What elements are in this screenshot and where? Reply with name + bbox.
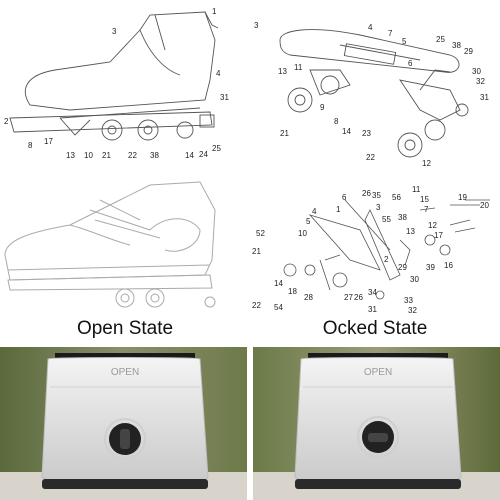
- callout-54: 54: [274, 303, 283, 312]
- callout-55: 55: [382, 215, 391, 224]
- callout-2: 2: [384, 255, 389, 264]
- callout-3: 3: [376, 203, 381, 212]
- callout-14: 14: [342, 127, 351, 136]
- callout-22: 22: [252, 301, 261, 310]
- callout-3: 3: [254, 21, 259, 30]
- callout-11: 11: [294, 63, 303, 72]
- photo-locked-drawing: OPEN: [253, 347, 500, 500]
- photo-open-state: OPEN: [0, 347, 247, 500]
- callout-52: 52: [256, 229, 265, 238]
- diagram-shoe-side: 1 2 3 4 31 8 17 13 10 21 22 38 14 24 25: [0, 0, 250, 170]
- callout-8: 8: [28, 141, 33, 150]
- callout-27: 27: [344, 293, 353, 302]
- callout-3: 3: [112, 27, 117, 36]
- callout-31: 31: [368, 305, 377, 314]
- callout-30: 30: [410, 275, 419, 284]
- callout-5: 5: [306, 217, 311, 226]
- diagram-wheel-assembly: 3 4 7 5 25 38 29 6 30 32 31 13 11 9 8 21…: [250, 0, 500, 170]
- callout-23: 23: [362, 129, 371, 138]
- callout-10: 10: [298, 229, 307, 238]
- callout-29: 29: [398, 263, 407, 272]
- callout-20: 20: [480, 201, 489, 210]
- callout-34: 34: [368, 288, 377, 297]
- wheel-assembly-drawing: 3 4 7 5 25 38 29 6 30 32 31 13 11 9 8 21…: [254, 21, 489, 168]
- callout-22: 22: [366, 153, 375, 162]
- callout-1: 1: [212, 7, 217, 16]
- callout-17: 17: [44, 137, 53, 146]
- callout-9: 9: [320, 103, 325, 112]
- callout-19: 19: [458, 193, 467, 202]
- callout-22: 22: [128, 151, 137, 160]
- caption-locked-state: Ocked State: [322, 318, 428, 339]
- callout-33: 33: [404, 296, 413, 305]
- callout-29: 29: [464, 47, 473, 56]
- callout-4: 4: [216, 69, 221, 78]
- photo-open-drawing: OPEN: [0, 347, 247, 500]
- callout-39: 39: [426, 263, 435, 272]
- callout-15: 15: [420, 195, 429, 204]
- callout-38: 38: [398, 213, 407, 222]
- diagram-exploded-parts: 6 26 35 11 15 7 19 20 4 1 3 56 55 38 12 …: [250, 170, 500, 315]
- callout-12: 12: [422, 159, 431, 168]
- callout-4: 4: [368, 23, 373, 32]
- callout-14: 14: [185, 151, 194, 160]
- callout-7: 7: [388, 29, 393, 38]
- callout-4: 4: [312, 207, 317, 216]
- callout-25: 25: [436, 35, 445, 44]
- callout-32: 32: [408, 306, 417, 315]
- callout-14: 14: [274, 279, 283, 288]
- callout-12: 12: [428, 221, 437, 230]
- callout-21: 21: [102, 151, 111, 160]
- callout-1: 1: [336, 205, 341, 214]
- callout-31: 31: [220, 93, 229, 102]
- exploded-parts-drawing: 6 26 35 11 15 7 19 20 4 1 3 56 55 38 12 …: [252, 185, 490, 315]
- callout-26b: 26: [354, 293, 363, 302]
- callout-8: 8: [334, 117, 339, 126]
- shoe-sketch-drawing: [4, 181, 216, 308]
- callout-26: 26: [362, 189, 371, 198]
- callout-13: 13: [406, 227, 415, 236]
- callout-38: 38: [150, 151, 159, 160]
- callout-38: 38: [452, 41, 461, 50]
- callout-6: 6: [342, 193, 347, 202]
- caption-open-state: Open State: [76, 318, 174, 339]
- callout-31: 31: [480, 93, 489, 102]
- callout-17: 17: [434, 231, 443, 240]
- callout-5: 5: [402, 37, 407, 46]
- callout-35: 35: [372, 191, 381, 200]
- callout-11: 11: [412, 185, 421, 194]
- callout-13: 13: [278, 67, 287, 76]
- shoe-side-drawing: 1 2 3 4 31 8 17 13 10 21 22 38 14 24 25: [4, 7, 229, 160]
- callout-16: 16: [444, 261, 453, 270]
- callout-2: 2: [4, 117, 9, 126]
- photo-locked-state: OPEN: [253, 347, 500, 500]
- callout-28: 28: [304, 293, 313, 302]
- callout-24: 24: [199, 150, 208, 159]
- callout-30: 30: [472, 67, 481, 76]
- open-engraving: OPEN: [111, 367, 139, 378]
- callout-25: 25: [212, 144, 221, 153]
- callout-7: 7: [424, 205, 429, 214]
- open-engraving: OPEN: [364, 367, 392, 378]
- callout-10: 10: [84, 151, 93, 160]
- callout-56: 56: [392, 193, 401, 202]
- diagram-shoe-sketch: [0, 170, 250, 315]
- callout-32: 32: [476, 77, 485, 86]
- callout-13: 13: [66, 151, 75, 160]
- callout-6: 6: [408, 59, 413, 68]
- callout-18: 18: [288, 287, 297, 296]
- callout-21: 21: [252, 247, 261, 256]
- callout-21: 21: [280, 129, 289, 138]
